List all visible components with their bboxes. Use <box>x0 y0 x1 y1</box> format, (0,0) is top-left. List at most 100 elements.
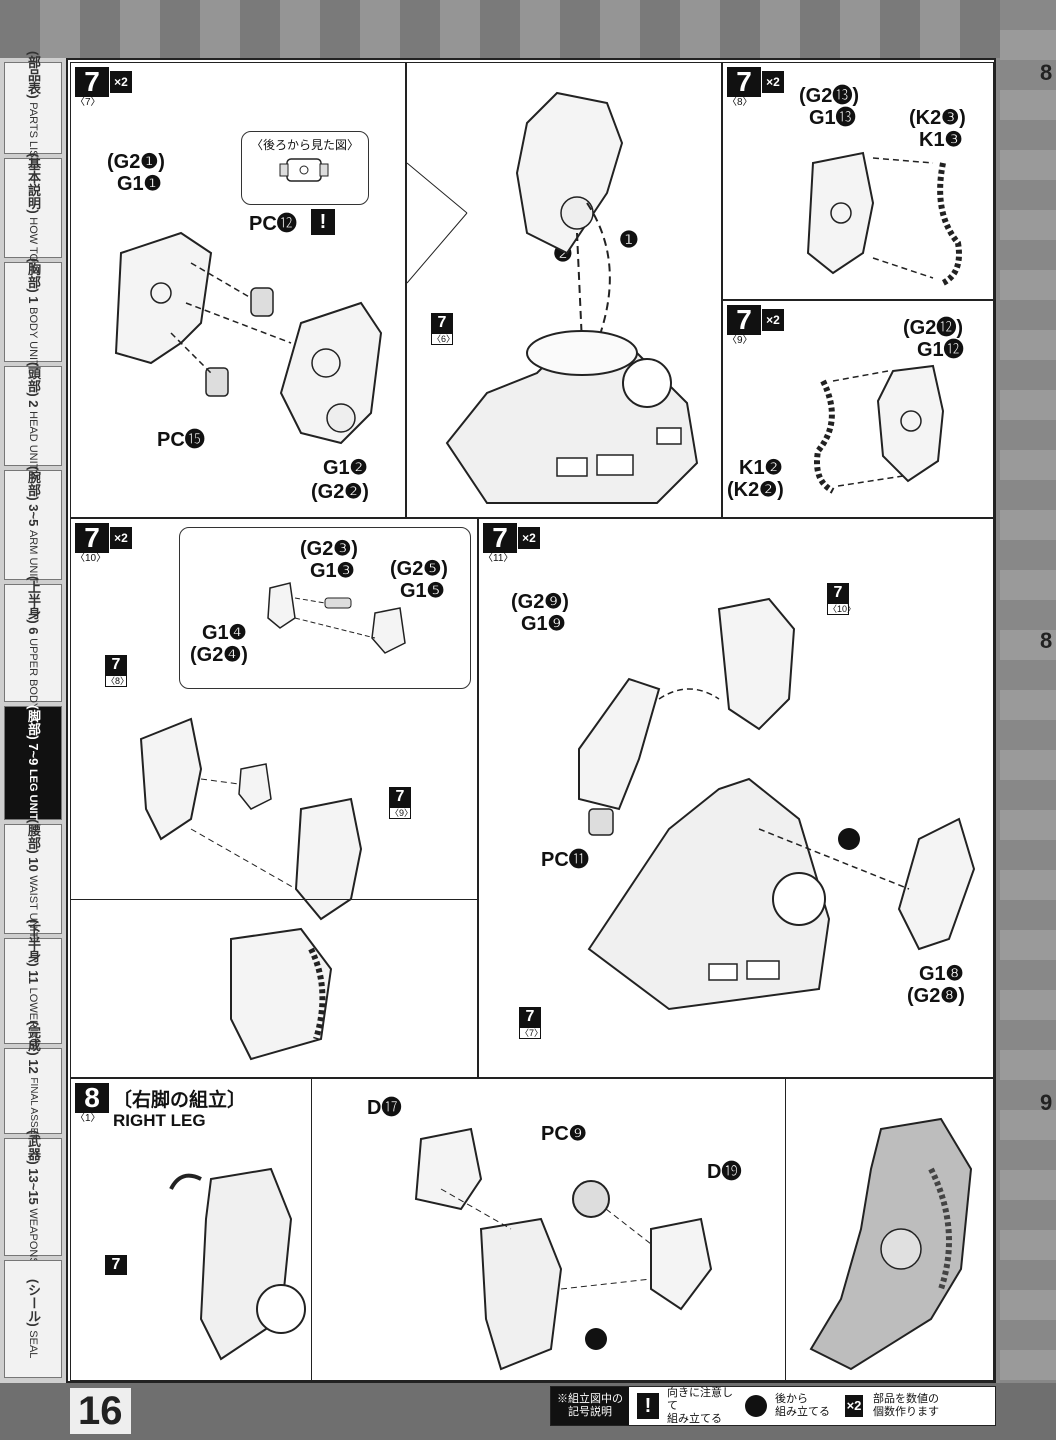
legend-later-text: 後から 組み立てる <box>775 1393 830 1418</box>
next-page-step-marker: 8 <box>1040 60 1053 85</box>
pc-part-rear-icon <box>279 158 329 182</box>
legend-multiply-text: 部品を数値の 個数作ります <box>873 1393 939 1418</box>
part-label: (G2❶) <box>107 151 165 173</box>
step-badge: 8 〈1〉 <box>75 1083 135 1124</box>
tab-arm-unit[interactable]: (腕部) 3~5 ARM UNIT <box>4 466 62 584</box>
pc12-part <box>250 287 274 317</box>
tab-lower-body[interactable]: (下半身) 11 LOWER BODY <box>4 919 62 1063</box>
step-title-jp: 〔右脚の組立〕 <box>113 1090 247 1111</box>
leg-base-assembly-drawing <box>407 91 699 504</box>
next-page-step-marker: 8 <box>1040 628 1053 653</box>
part-label: (G2❸) <box>300 538 358 560</box>
part-label: D⓱ <box>367 1097 402 1119</box>
part-label: (G2❷) <box>311 481 369 503</box>
step-7-6-panel: 7 〈6〉 ❶ ❷ <box>406 62 722 518</box>
step-7-10-panel: 7 ×2 〈10〉 (G2❸) G1❸ (G2❺) G1❺ G1❹ (G2❹) … <box>70 518 478 1078</box>
part-label: G1❹ <box>202 622 247 644</box>
leg-frame-parts-drawing <box>114 231 383 445</box>
step-badge: 7 ×2 〈9〉 <box>727 305 787 346</box>
right-leg-start-drawing <box>169 1167 306 1361</box>
pc11-part <box>588 808 614 836</box>
caution-icon: ! <box>311 209 335 235</box>
right-leg-assembly-drawing <box>414 1127 713 1371</box>
tab-upper-body[interactable]: (上半身) 6 UPPER BODY <box>4 576 62 710</box>
step-ref-7-6: 7 〈6〉 <box>431 313 456 345</box>
part-label: G1❷ <box>323 457 368 479</box>
order-marker-1: ❶ <box>619 227 639 252</box>
multiply-icon: ×2 <box>840 1392 868 1420</box>
step-ref-7-9: 7〈9〉 <box>389 787 414 819</box>
step-ref-7-8: 7〈8〉 <box>105 655 130 687</box>
step-ref-7-7: 7〈7〉 <box>519 1007 544 1039</box>
part-label: G1⓬ <box>917 339 964 361</box>
step-7-8-panel: 7 ×2 〈8〉 (G2⓭) G1⓭ (K2❸) K1❸ <box>722 62 994 300</box>
tab-head-unit[interactable]: (頭部) 2 HEAD UNIT <box>4 362 62 470</box>
tab-body-unit[interactable]: (胸部) 1 BODY UNIT <box>4 258 62 366</box>
divider <box>311 1079 312 1380</box>
tab-weapons[interactable]: (武器) 13~15 WEAPONS <box>4 1130 62 1264</box>
lower-leg-assembly-drawing <box>578 597 976 1011</box>
step-badge: 7 ×2 〈10〉 <box>75 523 135 564</box>
step-badge: 7 ×2 〈7〉 <box>75 67 135 108</box>
part-label: (K2❸) <box>909 107 966 129</box>
part-label: PC❾ <box>541 1123 587 1145</box>
caution-icon: ! <box>634 1392 662 1420</box>
part-label: PC⓯ <box>157 429 205 451</box>
right-page-edge <box>1000 0 1056 1440</box>
part-label: K1❸ <box>919 129 963 151</box>
later-assembly-icon <box>742 1392 770 1420</box>
tab-final-assemble[interactable]: (完成) 12 FINAL ASSEMBLE <box>4 1021 62 1161</box>
part-label: G1⓭ <box>809 107 856 129</box>
step-ref-7-10: 7〈10〉 <box>827 583 857 615</box>
tab-seal[interactable]: (シール) SEAL <box>4 1260 62 1378</box>
part-label: D⓳ <box>707 1161 742 1183</box>
instruction-page: 7 ×2 〈7〉 〈後ろから見た図〉 (G2❶) G1❶ PC⓬ ! PC⓯ G… <box>66 58 996 1383</box>
divider <box>785 1079 786 1380</box>
legend-caution-text: 向きに注意して 組み立てる <box>667 1386 733 1425</box>
knee-frame-drawing <box>806 151 962 286</box>
section-index-tabs: (部品表) PARTS LIST (基本説明) HOW TO (胸部) 1 BO… <box>0 51 66 1383</box>
part-label: G1❶ <box>117 173 162 195</box>
step-7-7-panel: 7 ×2 〈7〉 〈後ろから見た図〉 (G2❶) G1❶ PC⓬ ! PC⓯ G… <box>70 62 406 518</box>
pc15-part <box>205 367 229 397</box>
step-badge: 7 ×2 〈11〉 <box>483 523 543 564</box>
symbol-legend: ※組立図中の 記号説明 ! 向きに注意して 組み立てる 後から 組み立てる ×2… <box>550 1386 996 1426</box>
tab-how-to[interactable]: (基本説明) HOW TO <box>4 153 62 263</box>
tab-parts-list[interactable]: (部品表) PARTS LIST <box>4 51 62 165</box>
page-number: 16 <box>70 1388 131 1434</box>
part-label: (G2❹) <box>190 644 248 666</box>
part-label: PC⓬ <box>249 213 297 235</box>
part-label: G1❽ <box>919 963 964 985</box>
joint-parts-drawing <box>267 582 406 654</box>
part-label: (K2❷) <box>727 479 784 501</box>
step-badge: 7 ×2 〈8〉 <box>727 67 787 108</box>
right-leg-complete-drawing <box>809 1117 973 1371</box>
step-title-en: RIGHT LEG <box>113 1111 206 1130</box>
part-label: (G2❺) <box>390 558 448 580</box>
later-assembly-marker <box>585 1328 607 1350</box>
part-label: (G2❽) <box>907 985 965 1007</box>
part-label: G1❸ <box>310 560 355 582</box>
later-assembly-marker <box>838 828 860 850</box>
legend-intro: ※組立図中の 記号説明 <box>551 1387 629 1425</box>
header-backdrop <box>0 0 1056 58</box>
step-ref-7: 7 <box>105 1255 127 1275</box>
part-label: (G2⓭) <box>799 85 859 107</box>
knee-frame-drawing <box>814 364 945 494</box>
step-7-9-panel: 7 ×2 〈9〉 (G2⓬) G1⓬ K1❷ (K2❷) <box>722 300 994 518</box>
part-label: PC⓫ <box>541 849 589 871</box>
tab-leg-unit[interactable]: (脚部) 7~9 LEG UNIT <box>4 705 62 821</box>
part-label: G1❺ <box>400 580 445 602</box>
part-label: (G2❾) <box>511 591 569 613</box>
step-7-11-panel: 7 ×2 〈11〉 (G2❾) G1❾ PC⓫ G1❽ (G2❽) 7〈10〉 … <box>478 518 994 1078</box>
part-label: K1❷ <box>739 457 783 479</box>
step-8-1-panel: 8 〈1〉 〔右脚の組立〕 RIGHT LEG 7 D⓱ PC❾ D⓳ <box>70 1078 994 1381</box>
detail-callout: (G2❸) G1❸ (G2❺) G1❺ G1❹ (G2❹) <box>179 527 471 689</box>
tab-waist-unit[interactable]: (腰部) 10 WAIST UNIT <box>4 819 62 939</box>
rear-view-callout: 〈後ろから見た図〉 <box>241 131 369 205</box>
knee-assembly-drawing <box>139 717 363 1061</box>
part-label: G1❾ <box>521 613 566 635</box>
divider <box>71 899 477 900</box>
pc9-part <box>572 1180 610 1218</box>
next-page-step-marker: 9 <box>1040 1090 1053 1115</box>
